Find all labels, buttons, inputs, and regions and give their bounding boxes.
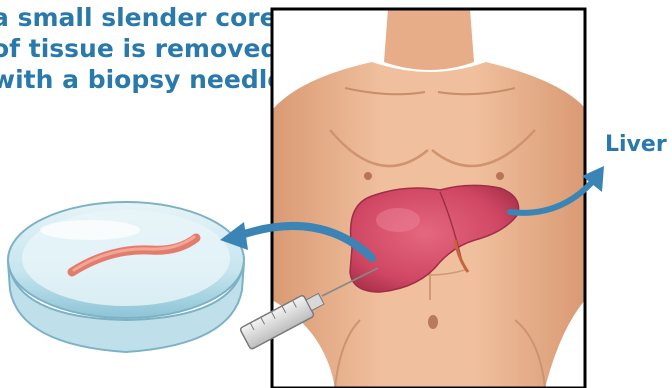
liver-label: Liver (605, 132, 667, 157)
neck (384, 9, 474, 70)
nipple-right (496, 172, 504, 180)
petri-dish (8, 202, 244, 352)
nipple-left (364, 172, 372, 180)
torso-panel (272, 9, 585, 388)
navel (428, 315, 438, 329)
